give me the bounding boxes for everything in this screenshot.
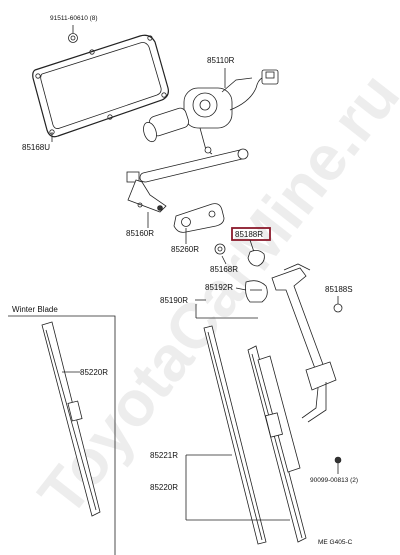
leader-line bbox=[221, 255, 227, 265]
label-winter-blade[interactable]: 85220R bbox=[80, 368, 108, 377]
wiper-arm-icon bbox=[271, 263, 337, 423]
bolt-icon bbox=[68, 33, 78, 43]
blade-rubber-icon bbox=[203, 325, 267, 545]
crank-icon bbox=[173, 203, 225, 233]
screw-icon bbox=[334, 456, 342, 464]
wiper-motor-icon bbox=[143, 69, 279, 155]
winter-blade-frame bbox=[8, 315, 116, 555]
leader-line bbox=[235, 287, 247, 291]
label-bushing[interactable]: 85168R bbox=[210, 265, 238, 274]
bushing-icon bbox=[214, 243, 226, 255]
label-gasket[interactable]: 85168U bbox=[22, 143, 50, 152]
winter-blade-title: Winter Blade bbox=[12, 305, 58, 314]
label-screw[interactable]: 90099-00813 (2) bbox=[310, 477, 358, 484]
nut-icon bbox=[247, 250, 265, 267]
catalog-ref: ME G405-C bbox=[318, 539, 353, 546]
label-crank[interactable]: 85260R bbox=[171, 245, 199, 254]
leader-line bbox=[249, 239, 255, 253]
arm-cap-icon bbox=[333, 303, 343, 313]
label-arm[interactable]: 85190R bbox=[160, 296, 188, 305]
cap-icon bbox=[245, 280, 268, 303]
label-arm-cap[interactable]: 85188S bbox=[325, 285, 353, 294]
winter-blade-icon bbox=[41, 321, 101, 517]
label-highlighted[interactable]: 85188R bbox=[235, 230, 263, 239]
label-link[interactable]: 85160R bbox=[126, 229, 154, 238]
label-cap[interactable]: 85192R bbox=[205, 283, 233, 292]
label-blade[interactable]: 85220R bbox=[150, 483, 178, 492]
label-blade-rubber[interactable]: 85221R bbox=[150, 451, 178, 460]
highlight-box bbox=[231, 227, 271, 241]
wiper-blade-icon bbox=[247, 345, 307, 543]
link-rod-icon bbox=[126, 148, 249, 213]
label-motor[interactable]: 85110R bbox=[207, 56, 235, 65]
label-gasket-bolt[interactable]: 91511-60610 (8) bbox=[50, 15, 98, 22]
gasket-icon bbox=[32, 34, 169, 138]
